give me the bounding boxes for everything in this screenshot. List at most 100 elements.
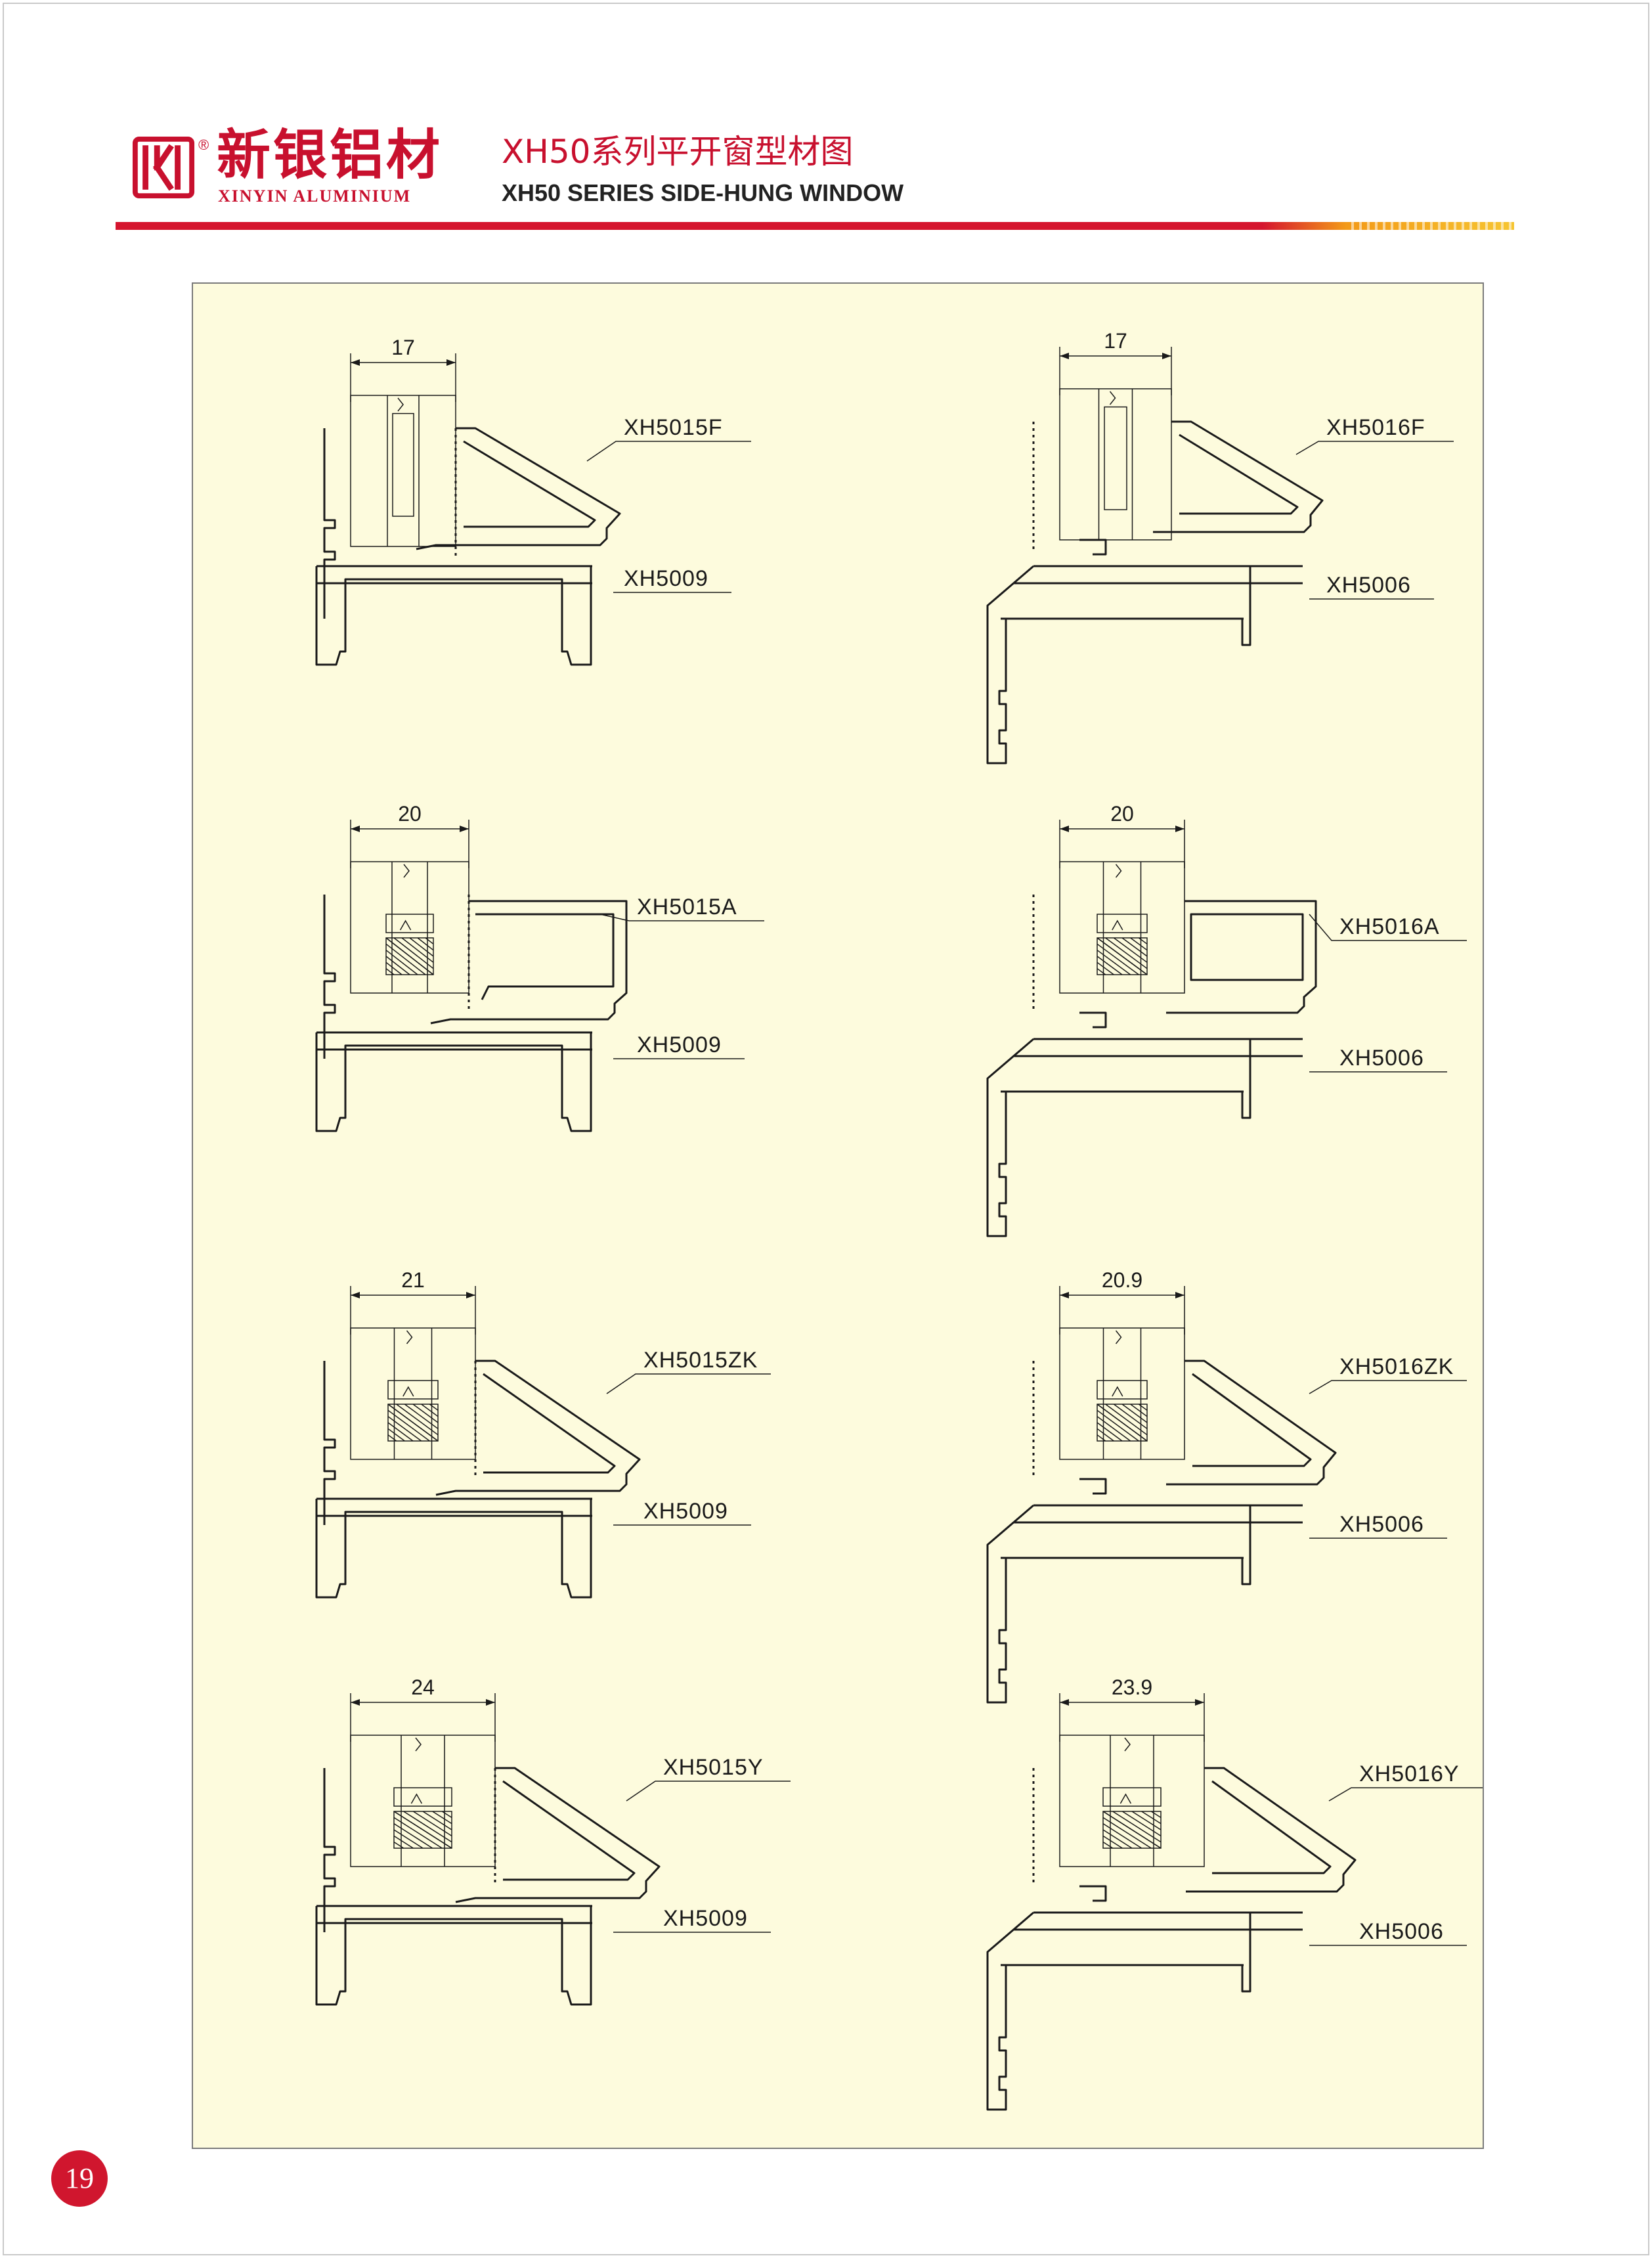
spacer-hatch	[409, 937, 434, 957]
frame-outer-wall	[323, 895, 336, 1059]
frame-web	[316, 1497, 592, 1517]
dimension-label: 17	[1104, 329, 1127, 353]
spacer-hatch	[1112, 1811, 1162, 1843]
sash-box	[430, 900, 628, 1025]
gasket-lip	[1119, 1793, 1132, 1804]
frame-web	[316, 1031, 592, 1051]
dimension-arrow	[460, 826, 469, 832]
spacer-hatch	[387, 1404, 439, 1442]
sash-bead	[416, 427, 621, 550]
spacer-hatch	[1113, 1404, 1148, 1429]
dimension-arrow	[1162, 353, 1171, 359]
frame-body	[986, 1504, 1251, 1704]
spacer-hatch	[1138, 1404, 1148, 1411]
spacer-hatch	[1097, 950, 1131, 975]
break-mark	[397, 397, 404, 412]
sash-bead	[1166, 1360, 1337, 1486]
sash-bead-inner	[502, 1780, 636, 1881]
break-mark	[415, 1737, 422, 1752]
spacer-hatch	[401, 937, 434, 963]
profile-code-label: XH5016F	[1326, 415, 1425, 440]
glazing-bead	[392, 412, 414, 517]
dimension-label: 17	[391, 336, 415, 359]
spacer-hatch	[432, 1811, 452, 1825]
spacer-hatch	[385, 950, 418, 975]
frame-web	[316, 1905, 592, 1924]
dimension-label: 21	[401, 1268, 425, 1292]
spacer-hatch	[1097, 1404, 1148, 1442]
dimension-arrow	[1175, 826, 1185, 832]
spacer-hatch	[1097, 1434, 1106, 1442]
spacer-hatch	[1113, 937, 1148, 963]
frame-web	[1014, 1038, 1303, 1057]
glass-outline	[1059, 1735, 1205, 1867]
sash-box-inner	[475, 913, 615, 1000]
page-title-en: XH50 SERIES SIDE-HUNG WINDOW	[502, 179, 904, 206]
dimension-label: 20.9	[1102, 1268, 1142, 1292]
dimension-label: 23.9	[1112, 1675, 1152, 1699]
dimension-arrow	[1060, 353, 1069, 359]
profile-code-label: XH5015A	[637, 895, 737, 919]
gasket-lip	[410, 1793, 423, 1804]
profile-code-label: XH5015F	[624, 415, 723, 440]
frame-outer-wall	[323, 428, 336, 619]
gasket-outline	[1102, 1787, 1162, 1807]
glass-outline	[350, 1735, 496, 1867]
sash-box	[1166, 900, 1317, 1014]
spacer-hatch	[1097, 1428, 1114, 1442]
frame-body	[315, 1499, 592, 1599]
spacer-hatch	[403, 1811, 452, 1843]
spacer-hatch	[1121, 1811, 1162, 1836]
sash-bead	[455, 1767, 661, 1903]
gasket-lip	[402, 1386, 414, 1397]
profile-code-label: XH5009	[624, 566, 708, 591]
spacer-hatch	[393, 1811, 452, 1849]
sash-bead-inner	[1211, 1780, 1332, 1874]
gasket-outline	[387, 1380, 439, 1400]
spacer-hatch	[387, 1434, 397, 1442]
gasket-lip	[1112, 919, 1123, 931]
sash-bead	[1186, 1767, 1357, 1893]
spacer-hatch	[385, 956, 410, 975]
spacer-hatch	[393, 1835, 414, 1849]
spacer-hatch	[393, 1823, 433, 1849]
dimension-arrow	[486, 1699, 495, 1706]
spacer-hatch	[1102, 1829, 1133, 1849]
break-mark	[1109, 391, 1116, 405]
break-mark	[406, 1330, 413, 1344]
spacer-hatch	[1130, 1404, 1148, 1417]
break-mark	[1115, 864, 1122, 878]
break-mark	[403, 864, 410, 878]
header-rule-fade	[1346, 222, 1514, 230]
dimension-arrow	[1060, 1699, 1069, 1706]
dimension-label: 24	[411, 1675, 435, 1699]
spacer-hatch	[1097, 937, 1148, 975]
spacer-hatch	[441, 1811, 452, 1818]
spacer-hatch	[1097, 962, 1114, 975]
spacer-hatch	[393, 937, 434, 969]
spacer-hatch	[1097, 1422, 1123, 1442]
spacer-hatch	[1102, 1842, 1114, 1849]
profile-code-label: XH5015ZK	[643, 1348, 758, 1373]
spacer-hatch	[1121, 1404, 1148, 1423]
spacer-hatch	[1141, 1811, 1162, 1825]
sash-bead-inner	[1179, 433, 1299, 515]
spacer-hatch	[429, 1404, 439, 1411]
frame-body	[315, 566, 592, 666]
spacer-hatch	[1097, 1416, 1131, 1442]
spacer-hatch	[412, 1811, 452, 1836]
brand-name-en: XINYIN ALUMINIUM	[218, 187, 412, 206]
frame-outer-wall	[323, 1768, 336, 1932]
glass-outline	[350, 395, 456, 547]
dimension-arrow	[351, 1699, 360, 1706]
gasket-lip	[1112, 1386, 1123, 1397]
frame-body	[315, 1032, 592, 1132]
dimension-arrow	[351, 826, 360, 832]
leader-line	[1328, 1787, 1483, 1802]
frame-body	[315, 1906, 592, 2006]
spacer-hatch	[393, 1817, 443, 1849]
spacer-hatch	[1097, 968, 1106, 975]
spacer-hatch	[396, 1404, 439, 1436]
frame-body	[986, 565, 1251, 764]
gasket-outline	[393, 1787, 452, 1807]
